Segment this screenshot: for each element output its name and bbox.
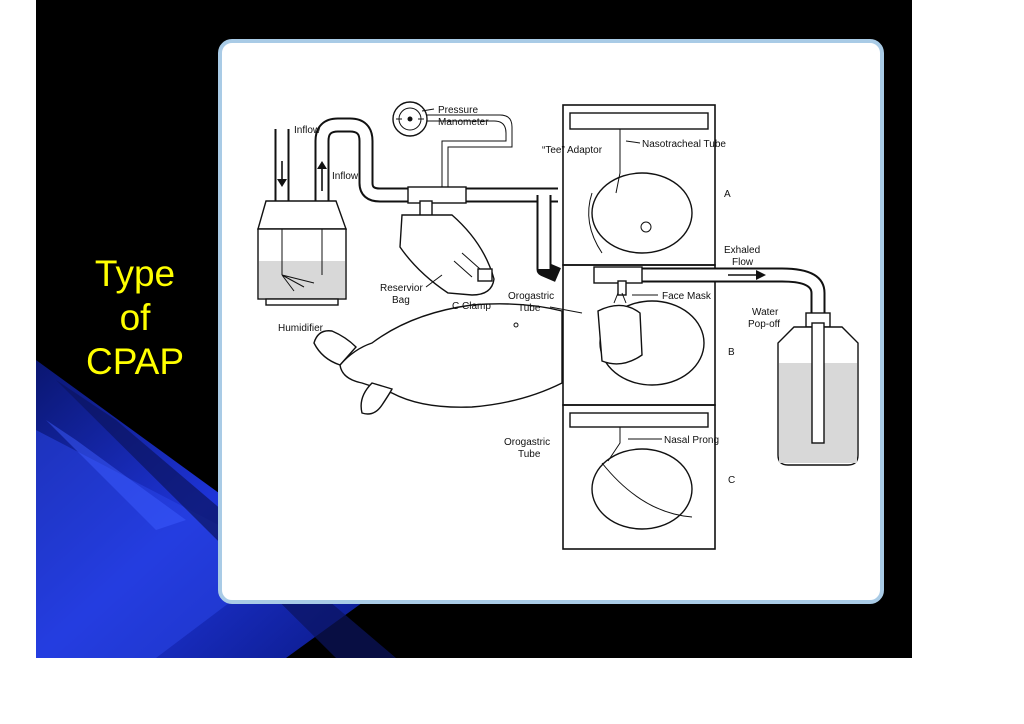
exhaled-tubing [612,267,826,315]
label-pressure: Pressure [438,105,478,116]
diagram-panel: Inflow Inflow Pressure Manometer “Tee” A… [218,39,884,604]
label-inflow-top: Inflow [294,125,321,136]
title-line-1: Type [94,253,176,294]
label-humidifier: Humidifier [278,323,324,334]
label-reservior: Reservior [380,283,423,294]
infant-figure [313,303,563,415]
label-tee-adaptor: “Tee” Adaptor [542,145,603,156]
label-panel-b: B [728,347,735,358]
cpap-diagram: Inflow Inflow Pressure Manometer “Tee” A… [257,101,859,550]
label-c-clamp: C Clamp [452,301,491,312]
leader-lines [421,108,662,440]
label-orogastric-2: Orogastric [504,437,550,448]
infant-head-c [591,427,693,530]
label-water: Water [752,307,779,318]
title-line-3: CPAP [85,341,184,382]
label-panel-c: C [728,475,735,486]
label-bag: Bag [392,295,410,306]
tee-connector [407,186,467,204]
infant-head-b [597,292,705,386]
diagram-labels: Inflow Inflow Pressure Manometer “Tee” A… [278,105,780,486]
title-line-2: of [119,297,151,338]
pressure-manometer [392,101,428,137]
panel-frame-c [562,404,716,550]
label-face-mask: Face Mask [662,291,712,302]
label-tube-1: Tube [518,303,541,314]
infant-head-a [588,129,693,254]
flow-arrows [277,161,766,280]
label-panel-a: A [724,189,731,200]
label-manometer: Manometer [438,117,489,128]
label-nasotracheal: Nasotracheal Tube [642,139,726,150]
reservoir-bag [399,200,495,296]
monometer-tubing [420,114,513,193]
humidifier [257,200,347,306]
label-flow: Flow [732,257,754,268]
label-tube-2: Tube [518,449,541,460]
label-nasal-prong: Nasal Prong [664,435,719,446]
mask-stem [617,280,627,296]
water-popoff-bottle [777,312,859,466]
label-orogastric-1: Orogastric [508,291,554,302]
label-exhaled: Exhaled [724,245,760,256]
slide-title: Type of CPAP [70,252,200,384]
label-inflow-side: Inflow [332,171,359,182]
label-popoff: Pop-off [748,319,780,330]
